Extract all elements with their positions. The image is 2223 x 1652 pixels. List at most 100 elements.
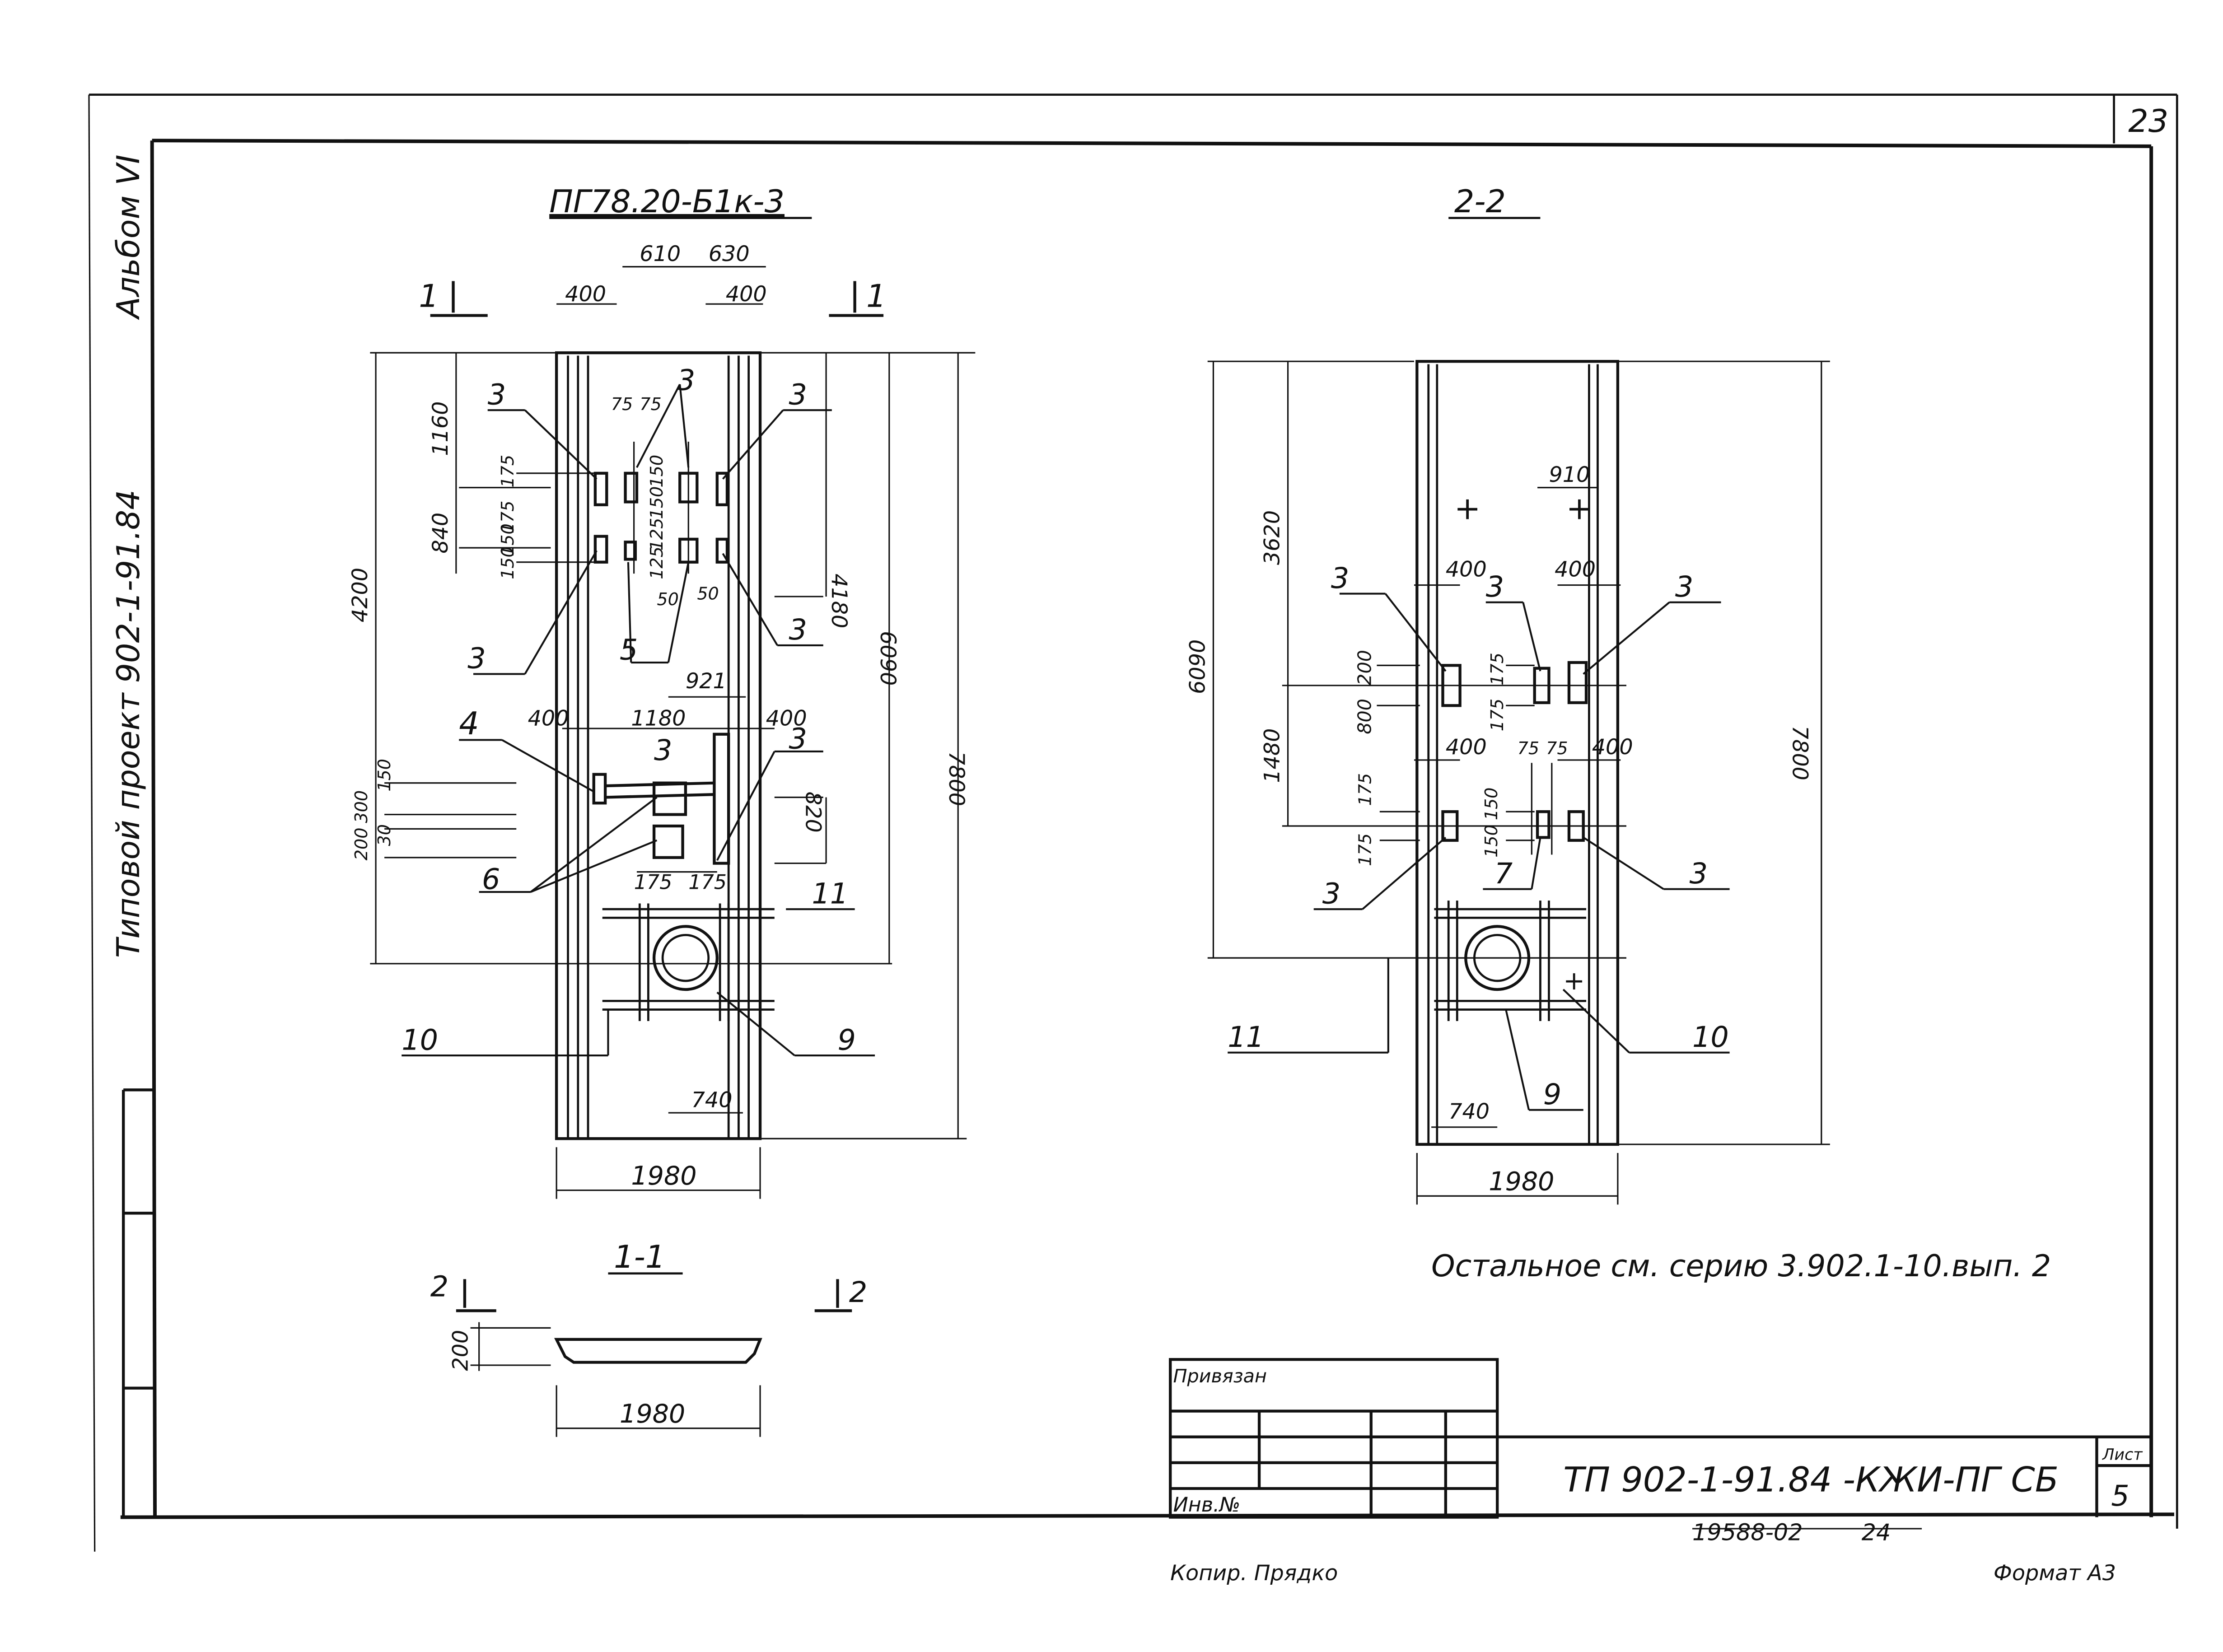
section22-callout-11: 11 (1228, 1020, 1264, 1054)
section22-dim-200: 200 (1354, 650, 1376, 686)
plan-callout-10: 10 (402, 1023, 438, 1056)
plan-dim-400-c: 400 (528, 706, 569, 731)
section22-dim-400-b: 400 (1555, 557, 1596, 582)
plan-dim-30: 30 (374, 824, 394, 846)
section22-dim-910: 910 (1549, 462, 1590, 487)
corner-sheet-number: 23 (2128, 103, 2168, 140)
sheet-word: Лист (2102, 1446, 2143, 1464)
sheet-number: 5 (2111, 1479, 2129, 1512)
section22-dim-150-a: 150 (1481, 788, 1501, 821)
section-mark-right: 1 (866, 278, 886, 315)
plan-dim-400-left: 400 (565, 282, 606, 307)
plan-dim-4180: 4180 (827, 574, 851, 628)
section22-dim-400-d: 400 (1592, 735, 1633, 760)
plan-dim-175-a: 175 (498, 455, 518, 488)
section22-cross-mark-2: + (1566, 490, 1593, 527)
section22-dim-400-c: 400 (1446, 735, 1487, 760)
plan-dim-6090: 6090 (875, 631, 900, 686)
plan-round-opening (652, 925, 719, 991)
section22-dim-3620: 3620 (1260, 510, 1285, 565)
section11-slab-profile (554, 1338, 762, 1364)
section22-dim-175-a: 175 (1487, 653, 1507, 686)
section-2-2: 2-2 + + + (1185, 183, 1830, 1205)
section22-slab-outline (1415, 360, 1620, 1146)
section22-callout-3-e: 3 (1690, 857, 1708, 890)
section22-dim-175-c: 175 (1355, 773, 1375, 806)
plan-dim-150-c: 150 (647, 455, 667, 488)
plan-dim-820: 820 (801, 792, 826, 833)
section22-callout-9: 9 (1543, 1078, 1561, 1111)
plan-callout-3-g: 3 (789, 722, 807, 756)
plan-dim-75-b: 75 (640, 394, 661, 414)
plan-dim-175-b: 175 (498, 501, 518, 534)
plan-dim-75-a: 75 (611, 394, 633, 414)
section11-height-label: 200 (448, 1330, 473, 1371)
plan-dim-921: 921 (686, 669, 727, 694)
plan-callout-5: 5 (620, 633, 638, 667)
project-label: Типовой проект 902-1-91.84 (110, 490, 147, 958)
title-block (1169, 1358, 2152, 1530)
plan-dim-4200: 4200 (348, 568, 373, 622)
format-label: Формат А3 (1994, 1561, 2116, 1586)
section22-dim-1480: 1480 (1260, 728, 1285, 783)
plan-dim-400-d: 400 (766, 706, 807, 731)
plan-callout-3-a: 3 (488, 378, 506, 411)
sheet-frame (88, 93, 2178, 1552)
section11-mark-right: 2 (849, 1275, 867, 1309)
section22-title: 2-2 (1454, 183, 1506, 220)
section22-dim-7800: 7800 (1787, 726, 1812, 780)
section22-dim-740: 740 (1448, 1099, 1490, 1124)
plan-callout-9: 9 (838, 1023, 856, 1056)
plan-width-label: 1980 (631, 1161, 696, 1191)
section22-dim-6090: 6090 (1185, 639, 1210, 694)
section22-callout-7: 7 (1494, 857, 1513, 890)
section22-callout-3-d: 3 (1322, 877, 1340, 910)
section-1-1: 1-1 2 2 200 1980 (430, 1239, 867, 1437)
plan-dim-7800: 7800 (944, 751, 969, 806)
section22-dim-75-a: 75 (1518, 738, 1539, 758)
section22-callout-3-c: 3 (1675, 570, 1693, 603)
section22-callout-3-b: 3 (1486, 570, 1504, 603)
plan-callout-3-e: 3 (789, 613, 807, 646)
plan-dim-175-d: 175 (688, 871, 727, 894)
section11-title: 1-1 (614, 1239, 665, 1275)
plan-title: ПГ78.20-Б1к-3 (549, 183, 785, 220)
plan-callout-3-f: 3 (654, 733, 672, 767)
plan-dim-610: 610 (640, 242, 681, 266)
plan-dim-400-right: 400 (726, 282, 767, 307)
plan-dim-175-c: 175 (634, 871, 673, 894)
plan-dim-125-a: 125 (647, 518, 667, 551)
plan-callout-3-b: 3 (677, 364, 695, 397)
plan-callout-6: 6 (482, 863, 500, 896)
plan-callout-11: 11 (812, 877, 848, 910)
plan-dim-740: 740 (691, 1087, 733, 1112)
album-label: Альбом VI (110, 154, 147, 320)
inv-label: Инв.№ (1173, 1493, 1241, 1517)
section22-dim-400-a: 400 (1446, 557, 1487, 582)
section22-callout-3-a: 3 (1331, 561, 1349, 595)
registry-number: 19588-02 (1692, 1519, 1803, 1545)
section-mark-left: 1 (419, 278, 439, 315)
section22-dim-175-d: 175 (1355, 833, 1375, 866)
section22-cross-mark-3: + (1563, 966, 1585, 996)
plan-dim-150-d: 150 (647, 486, 667, 519)
plan-dim-50-b: 50 (697, 583, 719, 603)
section11-width-label: 1980 (620, 1399, 685, 1429)
plan-callout-3-d: 3 (467, 642, 486, 675)
plan-dim-150-b: 150 (498, 546, 518, 579)
plan-openings (592, 471, 730, 865)
plan-view: ПГ78.20-Б1к-3 1 1 (348, 183, 976, 1199)
plan-dim-300: 300 (351, 790, 371, 823)
plan-dim-150-e: 150 (374, 759, 394, 792)
designation: ТП 902-1-91.84 -КЖИ-ПГ СБ (1563, 1459, 2059, 1499)
plan-dim-1160: 1160 (428, 401, 453, 456)
plan-dim-200: 200 (351, 827, 371, 860)
section22-dim-800: 800 (1354, 699, 1376, 734)
plan-dim-125-b: 125 (647, 546, 667, 579)
plan-dim-50-a: 50 (657, 589, 678, 609)
bound-label: Привязан (1173, 1365, 1267, 1387)
registry-sheet: 24 (1862, 1519, 1891, 1545)
copier-label: Копир. Прядко (1170, 1561, 1338, 1586)
plan-dim-150-a: 150 (498, 523, 518, 556)
